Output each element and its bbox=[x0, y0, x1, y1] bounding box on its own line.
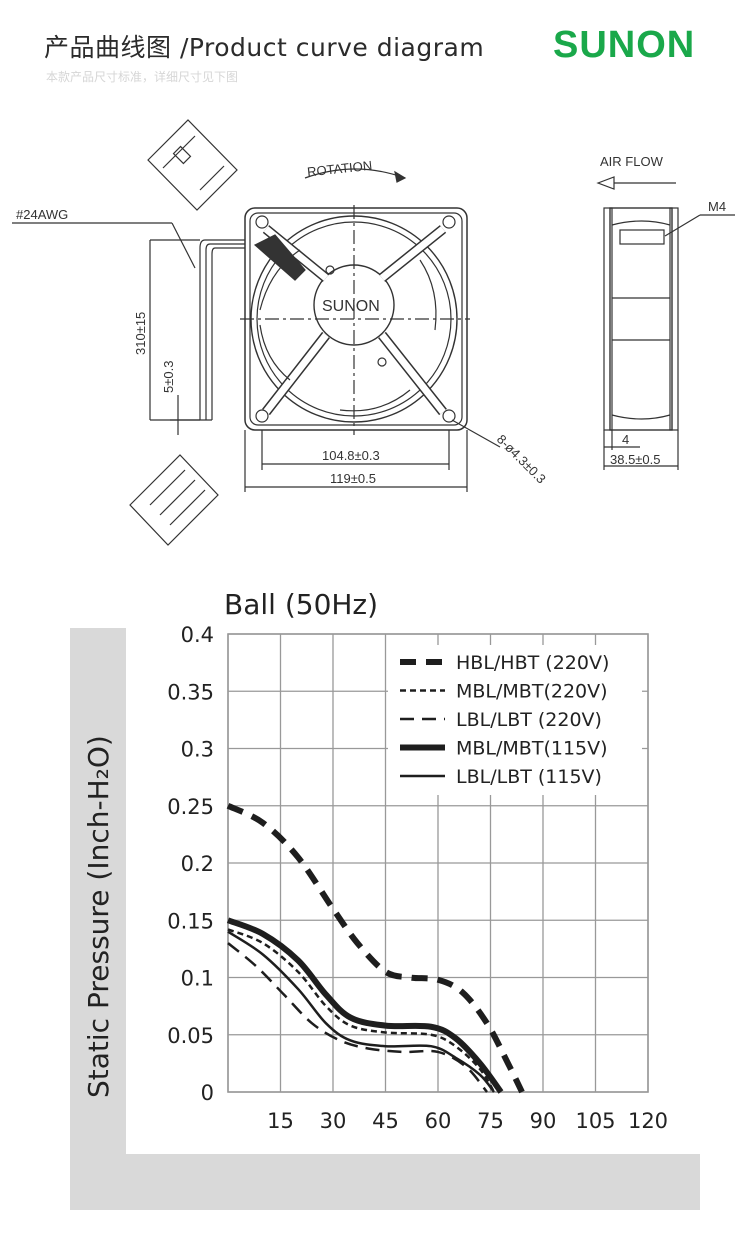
y-tick-label: 0.25 bbox=[167, 795, 214, 819]
x-tick-label: 15 bbox=[267, 1109, 294, 1133]
x-tick-label: 60 bbox=[425, 1109, 452, 1133]
x-tick-label: 90 bbox=[530, 1109, 557, 1133]
y-tick-label: 0.35 bbox=[167, 680, 214, 704]
series-line-5 bbox=[227, 930, 495, 1093]
frame-size-label: 119±0.5 bbox=[330, 471, 376, 486]
fan-side-view bbox=[603, 207, 679, 431]
x-tick-label: 45 bbox=[372, 1109, 399, 1133]
fan-dimension-drawing: ROTATION AIR FLOW #24AWG 310±15 5±0.3 10… bbox=[12, 119, 735, 546]
wire-length-label: 310±15 bbox=[133, 312, 148, 355]
series-line-2 bbox=[227, 928, 496, 1093]
legend-label: MBL/MBT(220V) bbox=[456, 681, 608, 703]
x-tick-label: 120 bbox=[628, 1109, 668, 1133]
y-tick-label: 0.4 bbox=[181, 623, 214, 647]
legend-label: LBL/LBT (115V) bbox=[456, 766, 602, 788]
page-title: 产品曲线图 /Product curve diagram bbox=[44, 33, 485, 62]
flange-thickness-label: 4 bbox=[622, 432, 629, 447]
connector-sketch-top bbox=[147, 119, 238, 211]
chart-series bbox=[226, 803, 525, 1094]
chart-title: Ball (50Hz) bbox=[224, 588, 378, 621]
rotation-label: ROTATION bbox=[306, 158, 372, 180]
y-tick-labels: 0 0.05 0.1 0.15 0.2 0.25 0.3 0.35 0.4 bbox=[167, 623, 214, 1105]
chart-bottom-band bbox=[70, 1154, 700, 1210]
chart-legend: HBL/HBT (220V) MBL/MBT(220V) LBL/LBT (220V… bbox=[388, 645, 642, 795]
screw-label: M4 bbox=[708, 199, 726, 214]
chart-side-band bbox=[70, 628, 126, 1210]
x-tick-label: 105 bbox=[575, 1109, 615, 1133]
legend-label: MBL/MBT(115V) bbox=[456, 738, 608, 760]
series-line-4 bbox=[226, 917, 504, 1094]
y-tick-label: 0.1 bbox=[181, 967, 214, 991]
legend-label: HBL/HBT (220V) bbox=[456, 652, 609, 674]
hub-logo: SUNON bbox=[322, 298, 380, 315]
x-tick-label: 30 bbox=[320, 1109, 347, 1133]
rotation-arrow bbox=[304, 168, 406, 179]
airflow-label: AIR FLOW bbox=[600, 154, 664, 169]
connector-sketch-bottom bbox=[129, 454, 219, 546]
strip-length-label: 5±0.3 bbox=[161, 361, 176, 393]
page-subtitle: 本款产品尺寸标准，详细尺寸见下图 bbox=[46, 70, 239, 84]
y-tick-label: 0 bbox=[201, 1081, 214, 1105]
depth-label: 38.5±0.5 bbox=[610, 452, 661, 467]
hole-pitch-label: 104.8±0.3 bbox=[322, 448, 380, 463]
y-tick-label: 0.15 bbox=[167, 909, 214, 933]
fan-front-view bbox=[240, 205, 470, 435]
x-tick-labels: 15 30 45 60 75 90 105 120 bbox=[267, 1109, 668, 1133]
y-axis-label: Static Pressure (Inch-H₂O) bbox=[82, 735, 115, 1098]
wire-bundle bbox=[199, 239, 245, 420]
series-line-3 bbox=[227, 942, 488, 1093]
legend-label: LBL/LBT (220V) bbox=[456, 709, 602, 731]
wire-gauge-label: #24AWG bbox=[16, 207, 68, 222]
series-line-1 bbox=[226, 803, 525, 1094]
y-tick-label: 0.2 bbox=[181, 852, 214, 876]
x-tick-label: 75 bbox=[477, 1109, 504, 1133]
y-tick-label: 0.05 bbox=[167, 1024, 214, 1048]
y-tick-label: 0.3 bbox=[181, 738, 214, 762]
brand-logo: SUNON bbox=[553, 24, 696, 66]
